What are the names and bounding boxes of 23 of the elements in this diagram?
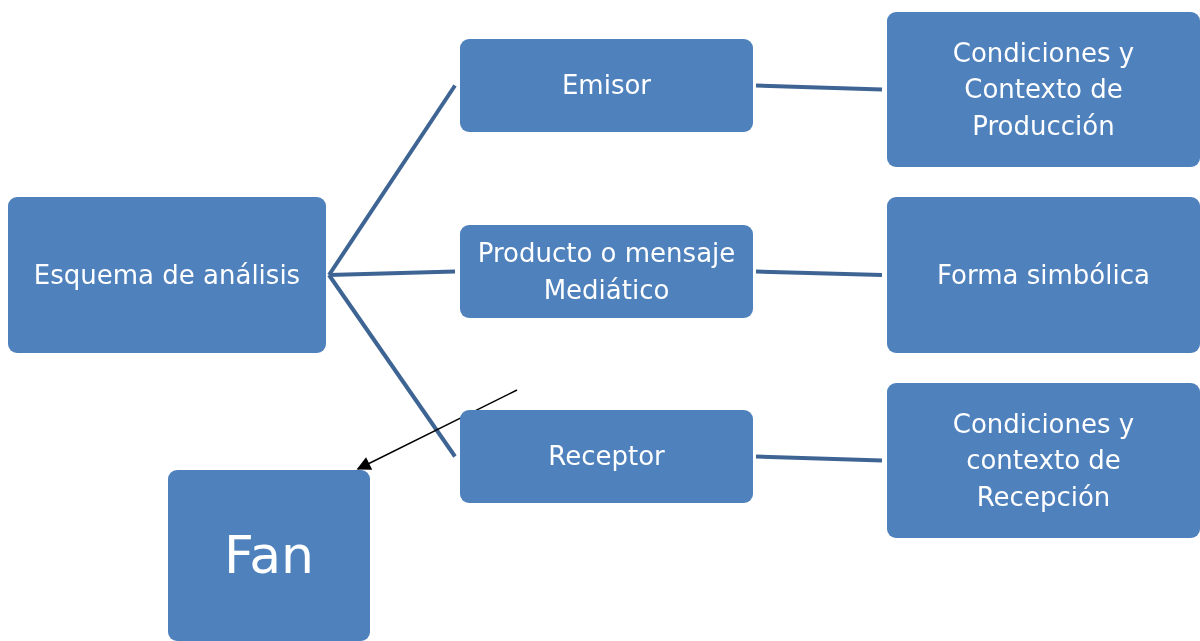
connector-line bbox=[327, 273, 457, 458]
process-box bbox=[168, 470, 370, 641]
box-label: Condiciones y contexto de Recepción bbox=[951, 407, 1136, 514]
connector-line bbox=[755, 269, 883, 277]
box-label: Esquema de análisis bbox=[33, 258, 301, 292]
process-box bbox=[460, 410, 753, 503]
process-box bbox=[460, 39, 753, 132]
process-box bbox=[887, 383, 1200, 538]
box-label: Forma simbólica bbox=[937, 258, 1150, 292]
box-label: Condiciones y Contexto de Producción bbox=[951, 36, 1136, 143]
arrow bbox=[356, 389, 518, 470]
process-box bbox=[460, 225, 753, 318]
box-label: Emisor bbox=[561, 69, 652, 103]
process-box bbox=[887, 12, 1200, 167]
process-box bbox=[8, 197, 326, 353]
connector-line bbox=[327, 84, 457, 277]
connector-line bbox=[328, 269, 456, 277]
box-label: Fan bbox=[224, 524, 314, 588]
box-label: Producto o mensaje Mediático bbox=[476, 237, 737, 307]
box-label: Receptor bbox=[548, 440, 665, 474]
connector-line bbox=[755, 83, 883, 92]
connector-line bbox=[755, 454, 883, 463]
process-box bbox=[887, 197, 1200, 353]
